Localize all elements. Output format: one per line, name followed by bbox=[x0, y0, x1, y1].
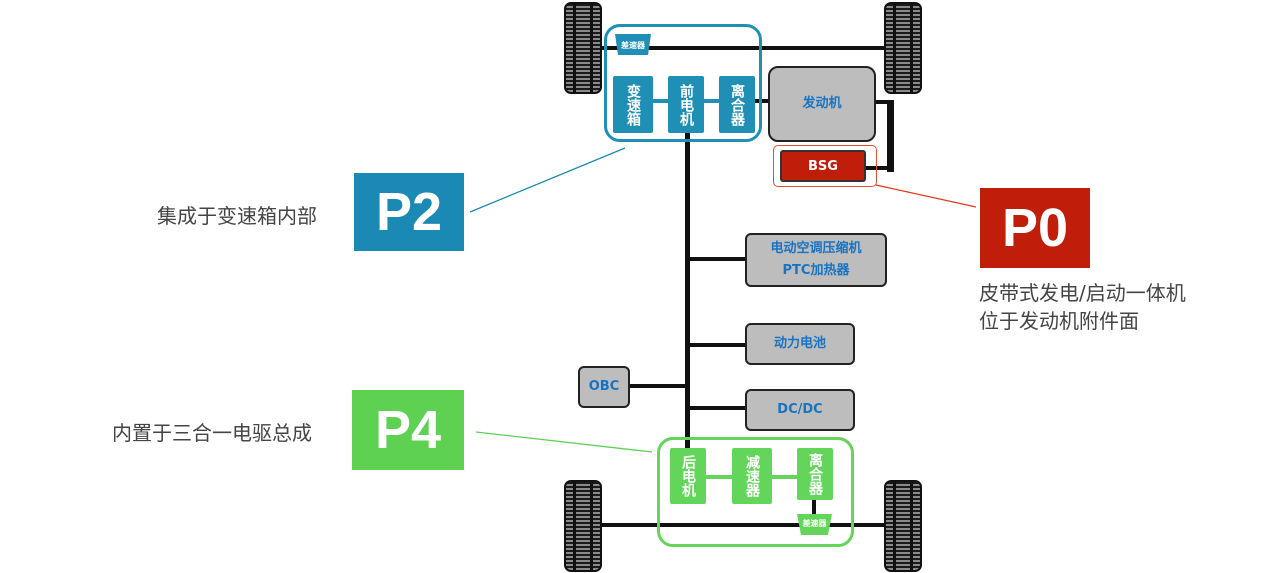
rear-axle bbox=[590, 523, 890, 527]
bsg-box: BSG bbox=[780, 150, 866, 182]
battery-box: 动力电池 bbox=[745, 323, 855, 365]
compressor-label: 电动空调压缩机 bbox=[770, 241, 862, 256]
rear-diff-link bbox=[812, 500, 816, 516]
compressor-ptc-box: 电动空调压缩机 PTC加热器 bbox=[745, 233, 887, 287]
main-shaft bbox=[685, 120, 690, 465]
p2-caption: 集成于变速箱内部 bbox=[157, 204, 317, 228]
obc-branch bbox=[630, 384, 688, 388]
rear-motor-box: 后电机 bbox=[670, 448, 706, 504]
rear-right-tire bbox=[884, 480, 922, 572]
p2-badge: P2 bbox=[354, 173, 464, 251]
dcdc-box: DC/DC bbox=[745, 389, 855, 431]
bsg-outline bbox=[773, 145, 877, 187]
p4-caption: 内置于三合一电驱总成 bbox=[112, 421, 312, 445]
p0-badge: P0 bbox=[980, 188, 1090, 268]
belt-top bbox=[876, 100, 894, 104]
rear-left-tire bbox=[564, 480, 602, 572]
front-drive-unit-frame bbox=[604, 24, 762, 142]
p0-caption-line1: 皮带式发电/启动一体机 bbox=[979, 281, 1186, 305]
front-axle bbox=[590, 46, 890, 50]
front-diff-label: 差速器 bbox=[621, 40, 645, 50]
p0-caption-line2: 位于发动机附件面 bbox=[979, 309, 1139, 333]
rear-clutch-box: 离合器 bbox=[797, 448, 833, 500]
front-clutch-box: 离合器 bbox=[719, 76, 755, 133]
front-right-tire bbox=[884, 2, 922, 94]
belt-bottom bbox=[866, 166, 894, 170]
engine-box: 发动机 bbox=[768, 66, 876, 142]
dcdc-branch bbox=[688, 406, 748, 410]
belt-vertical bbox=[887, 100, 894, 172]
front-motor-box: 前电机 bbox=[668, 76, 704, 133]
rear-diff-label: 差速器 bbox=[802, 518, 827, 528]
compressor-branch bbox=[688, 257, 748, 261]
battery-branch bbox=[688, 343, 748, 347]
engine-shaft-link bbox=[755, 99, 773, 103]
rear-drive-unit-frame bbox=[657, 437, 854, 547]
gearbox-box: 变速箱 bbox=[613, 76, 653, 133]
front-left-tire bbox=[564, 2, 602, 94]
obc-box: OBC bbox=[578, 366, 630, 408]
ptc-heater-label: PTC加热器 bbox=[782, 263, 850, 278]
reducer-box: 减速器 bbox=[732, 448, 772, 504]
p4-badge: P4 bbox=[352, 390, 464, 470]
